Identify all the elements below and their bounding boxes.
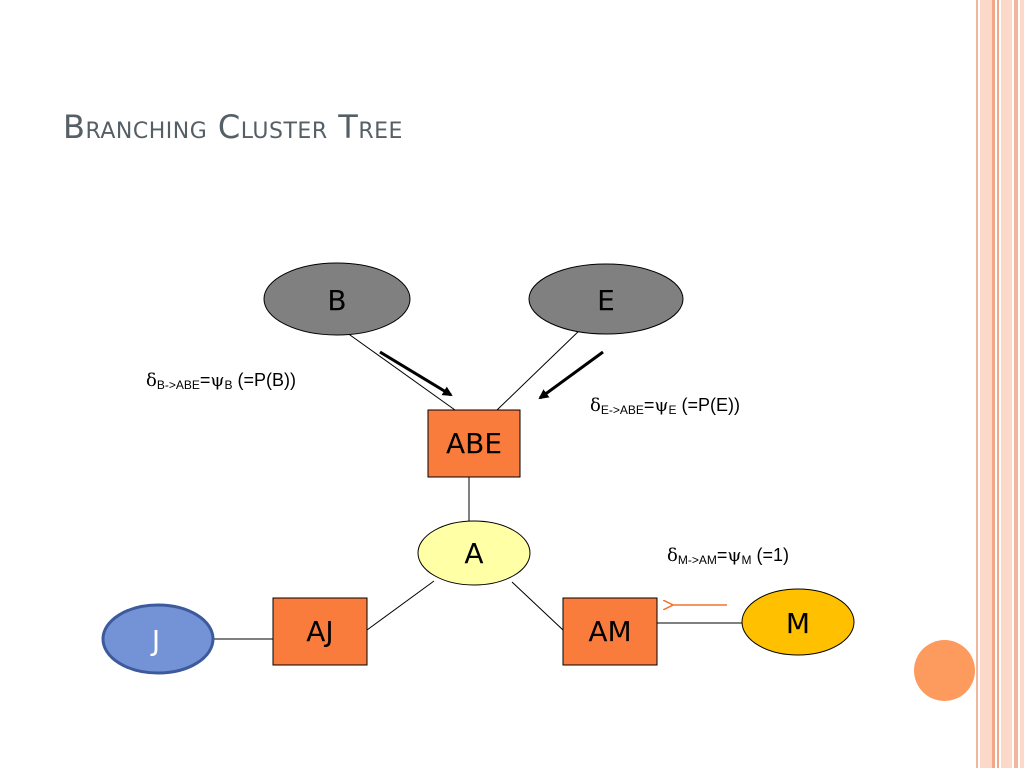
arrow-e-to-abe	[538, 350, 604, 400]
message-b-to-abe-label: δB->ABE=ψB (=P(B))	[146, 370, 297, 392]
decorative-orange-circle	[914, 640, 975, 701]
edge-b-abe	[342, 329, 456, 411]
node-m	[741, 588, 855, 656]
node-aj-label: AJ	[306, 615, 333, 648]
node-b-label: B	[327, 284, 346, 317]
node-abe	[427, 409, 521, 478]
edge-e-abe	[496, 327, 583, 411]
node-e	[528, 263, 684, 335]
node-j-label: J	[150, 624, 160, 657]
node-m-label: M	[786, 607, 810, 640]
slide-title: Branching Cluster Tree	[63, 108, 403, 146]
node-b	[263, 262, 411, 336]
message-m-to-am-label: δM->AM=ψM (=1)	[667, 545, 789, 567]
node-am-label: AM	[588, 615, 631, 648]
node-aj	[272, 597, 368, 666]
node-e-label: E	[597, 284, 615, 317]
decorative-stripes	[976, 0, 1024, 768]
edge-a-aj	[366, 580, 435, 631]
message-e-to-abe-label: δE->ABE=ψE (=P(E))	[590, 395, 741, 417]
node-j	[101, 603, 215, 675]
node-am	[562, 597, 658, 666]
node-abe-label: ABE	[446, 427, 502, 460]
edge-a-am	[511, 581, 564, 631]
node-a	[417, 520, 531, 586]
node-a-label: A	[464, 537, 483, 570]
arrow-b-to-abe	[379, 350, 453, 397]
